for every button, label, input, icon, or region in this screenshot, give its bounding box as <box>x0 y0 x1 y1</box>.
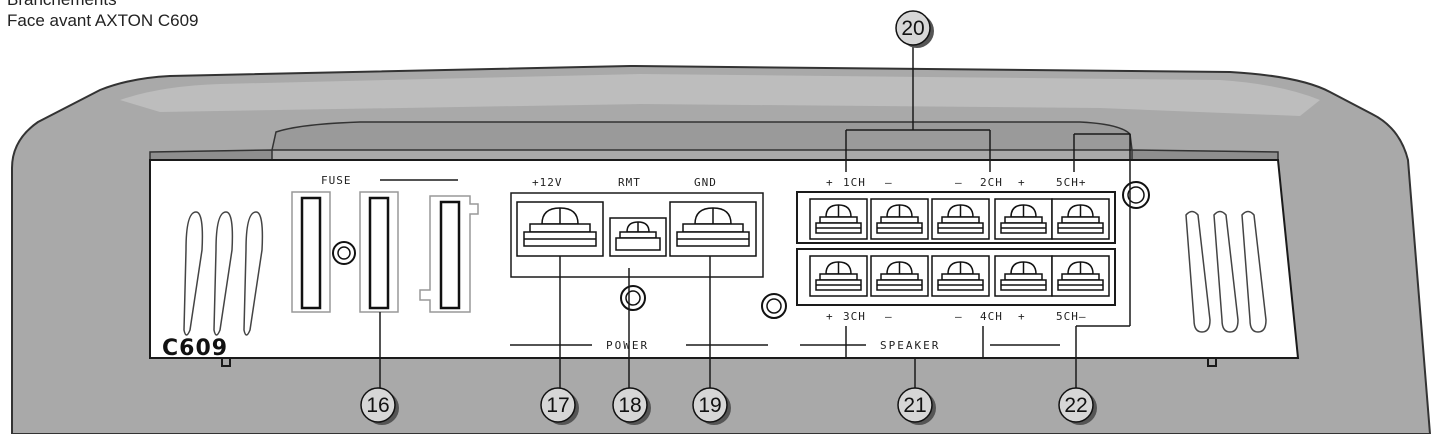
callout-16: 16 <box>360 387 399 425</box>
speaker-terminal-bottom-4 <box>994 255 1053 297</box>
fuse-2 <box>359 191 399 313</box>
speaker-top-terminals <box>809 198 1110 240</box>
callout-22-number: 22 <box>1064 394 1087 417</box>
caption-title: Face avant AXTON C609 <box>7 11 199 30</box>
power-label: POWER <box>606 339 649 352</box>
speaker-terminal-top-5 <box>1051 198 1110 240</box>
terminal-gnd <box>669 201 757 257</box>
speaker-label: SPEAKER <box>880 339 940 352</box>
terminal-rmt <box>609 217 667 257</box>
speaker-terminal-bottom-2 <box>870 255 929 297</box>
terminal-plus12v <box>516 201 604 257</box>
ch3-minus-label: – <box>885 310 893 323</box>
callout-19: 19 <box>692 387 731 425</box>
model-label: C609 <box>162 336 228 361</box>
caption-truncated-line: Branchements <box>7 0 117 8</box>
callout-18-number: 18 <box>618 394 641 417</box>
callout-17-number: 17 <box>546 394 569 417</box>
mount-screw-center <box>761 293 787 319</box>
ch2-minus-label: – <box>955 176 963 189</box>
ch2-plus-label: + <box>1018 176 1026 189</box>
speaker-bottom-terminals <box>809 255 1110 297</box>
housing-right-step <box>1131 149 1279 161</box>
fuse-label: FUSE <box>321 174 352 187</box>
ch3-plus-label: + <box>826 310 834 323</box>
mount-screw-right <box>1122 181 1150 209</box>
ch4-minus-label: – <box>955 310 963 323</box>
right-vent-slots <box>1185 210 1267 333</box>
speaker-terminal-top-1 <box>809 198 868 240</box>
speaker-top-row-labels: + 1CH – – 2CH + 5CH+ <box>826 176 1087 189</box>
callout-leaders <box>379 40 1131 392</box>
housing-inner-lip <box>271 121 1133 151</box>
callout-21-number: 21 <box>903 394 926 417</box>
ch1-plus-label: + <box>826 176 834 189</box>
rmt-label: RMT <box>618 176 641 189</box>
housing-left-step <box>149 149 273 161</box>
fuse-1 <box>291 191 331 313</box>
speaker-bottom-row-labels: + 3CH – – 4CH + 5CH– <box>826 310 1087 323</box>
speaker-terminal-top-2 <box>870 198 929 240</box>
callout-21: 21 <box>897 387 936 425</box>
left-vent-slots <box>183 211 264 336</box>
plus12v-label: +12V <box>532 176 563 189</box>
ch5-plus-label: 5CH+ <box>1056 176 1087 189</box>
ch4-label: 4CH <box>980 310 1003 323</box>
callout-22: 22 <box>1058 387 1097 425</box>
ch1-label: 1CH <box>843 176 866 189</box>
ch3-label: 3CH <box>843 310 866 323</box>
fuse-3-holder <box>419 195 479 313</box>
mount-screw-power <box>620 285 646 311</box>
speaker-terminal-top-3 <box>931 198 990 240</box>
callout-19-number: 19 <box>698 394 721 417</box>
speaker-terminal-bottom-3 <box>931 255 990 297</box>
callout-18: 18 <box>612 387 651 425</box>
ch2-label: 2CH <box>980 176 1003 189</box>
gnd-label: GND <box>694 176 717 189</box>
speaker-terminal-bottom-1 <box>809 255 868 297</box>
speaker-terminal-bottom-5 <box>1051 255 1110 297</box>
ch4-plus-label: + <box>1018 310 1026 323</box>
callout-17: 17 <box>540 387 579 425</box>
ch1-minus-label: – <box>885 176 893 189</box>
callout-16-number: 16 <box>366 394 389 417</box>
housing-top-band <box>120 74 1320 116</box>
panel-bottom-edge <box>150 357 1298 367</box>
speaker-terminal-top-4 <box>994 198 1053 240</box>
callout-20-number: 20 <box>901 17 924 40</box>
callout-20: 20 <box>895 10 934 48</box>
ch5-minus-label: 5CH– <box>1056 310 1087 323</box>
fuse-screw <box>332 241 356 265</box>
